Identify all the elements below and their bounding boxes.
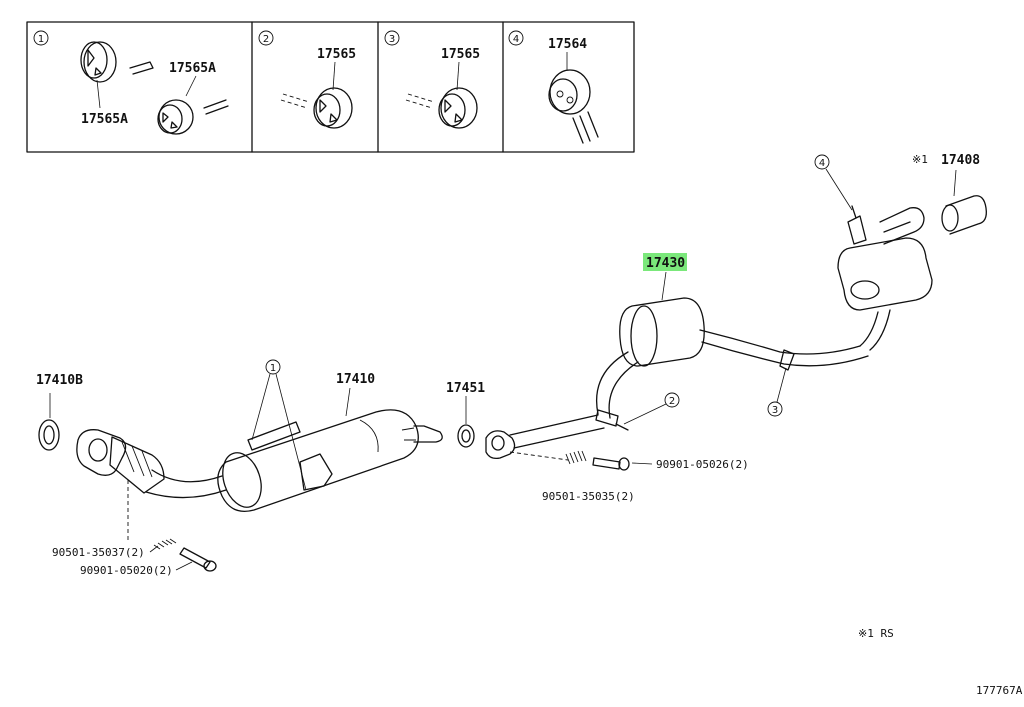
part-label-90501-35037[interactable]: 90501-35037(2)	[52, 546, 145, 559]
svg-text:1: 1	[270, 363, 276, 374]
center-exhaust-pipe-17430	[485, 195, 987, 460]
part-label-17451[interactable]: 17451	[446, 381, 485, 396]
part-label-17408[interactable]: 17408	[941, 153, 980, 168]
panel-index-4: 4	[513, 34, 519, 45]
part-label-17410[interactable]: 17410	[336, 372, 375, 387]
rear-bolt-group	[509, 450, 630, 471]
footnote: ※1 RS	[858, 627, 894, 640]
inset-panel-2: 2 17565	[258, 30, 356, 129]
hanger-rubber-17564	[548, 69, 591, 115]
part-label-17565a-a: 17565A	[81, 112, 128, 127]
note-mark: ※1	[912, 153, 928, 166]
inset-panels: 1 17565A 17565A 2 17565	[26, 21, 635, 153]
hanger-rubber-17565a-lower	[157, 99, 194, 135]
svg-text:3: 3	[772, 405, 778, 416]
inset-panel-3: 3 17565	[384, 30, 480, 129]
panel-index-3: 3	[389, 34, 395, 45]
callout-4[interactable]: 4	[814, 154, 853, 211]
callout-1[interactable]: 1	[251, 359, 307, 491]
front-bolt-group	[127, 480, 217, 572]
part-label-17565a-b: 17565A	[169, 61, 216, 76]
highlight-17430	[643, 253, 687, 271]
part-label-17565-panel2: 17565	[317, 47, 356, 62]
panel-index-2: 2	[263, 34, 269, 45]
front-pipe-17410	[38, 393, 443, 513]
hanger-rubber-17565-panel3	[438, 87, 478, 129]
diagram-id: 177767A	[976, 684, 1023, 697]
hanger-rubber-17565a-upper	[80, 41, 117, 83]
callout-2[interactable]: 2	[623, 392, 680, 425]
part-label-90901-05026[interactable]: 90901-05026(2)	[656, 458, 749, 471]
part-label-17564: 17564	[548, 37, 587, 52]
gasket-17451	[457, 396, 475, 448]
part-label-90501-35035[interactable]: 90501-35035(2)	[542, 490, 635, 503]
callout-3[interactable]: 3	[767, 367, 787, 417]
part-label-17430[interactable]: 17430	[646, 256, 685, 271]
inset-panel-4: 4 17564	[508, 30, 599, 144]
gasket-17410b	[38, 393, 60, 451]
inset-panel-1: 1 17565A 17565A	[33, 30, 229, 135]
part-labels: 17430 17410 17410B 17451 ※1 17408 90901-…	[36, 153, 980, 577]
panel-index-1: 1	[38, 34, 44, 45]
svg-text:2: 2	[669, 396, 675, 407]
part-label-17565-panel3: 17565	[441, 47, 480, 62]
hanger-rubber-17565-panel2	[313, 87, 353, 129]
callouts: 1 2 3 4	[251, 154, 853, 491]
part-label-17410b[interactable]: 17410B	[36, 373, 83, 388]
svg-text:4: 4	[819, 158, 825, 169]
tailpipe-tip-17408	[941, 195, 987, 235]
part-label-90901-05020[interactable]: 90901-05020(2)	[80, 564, 173, 577]
